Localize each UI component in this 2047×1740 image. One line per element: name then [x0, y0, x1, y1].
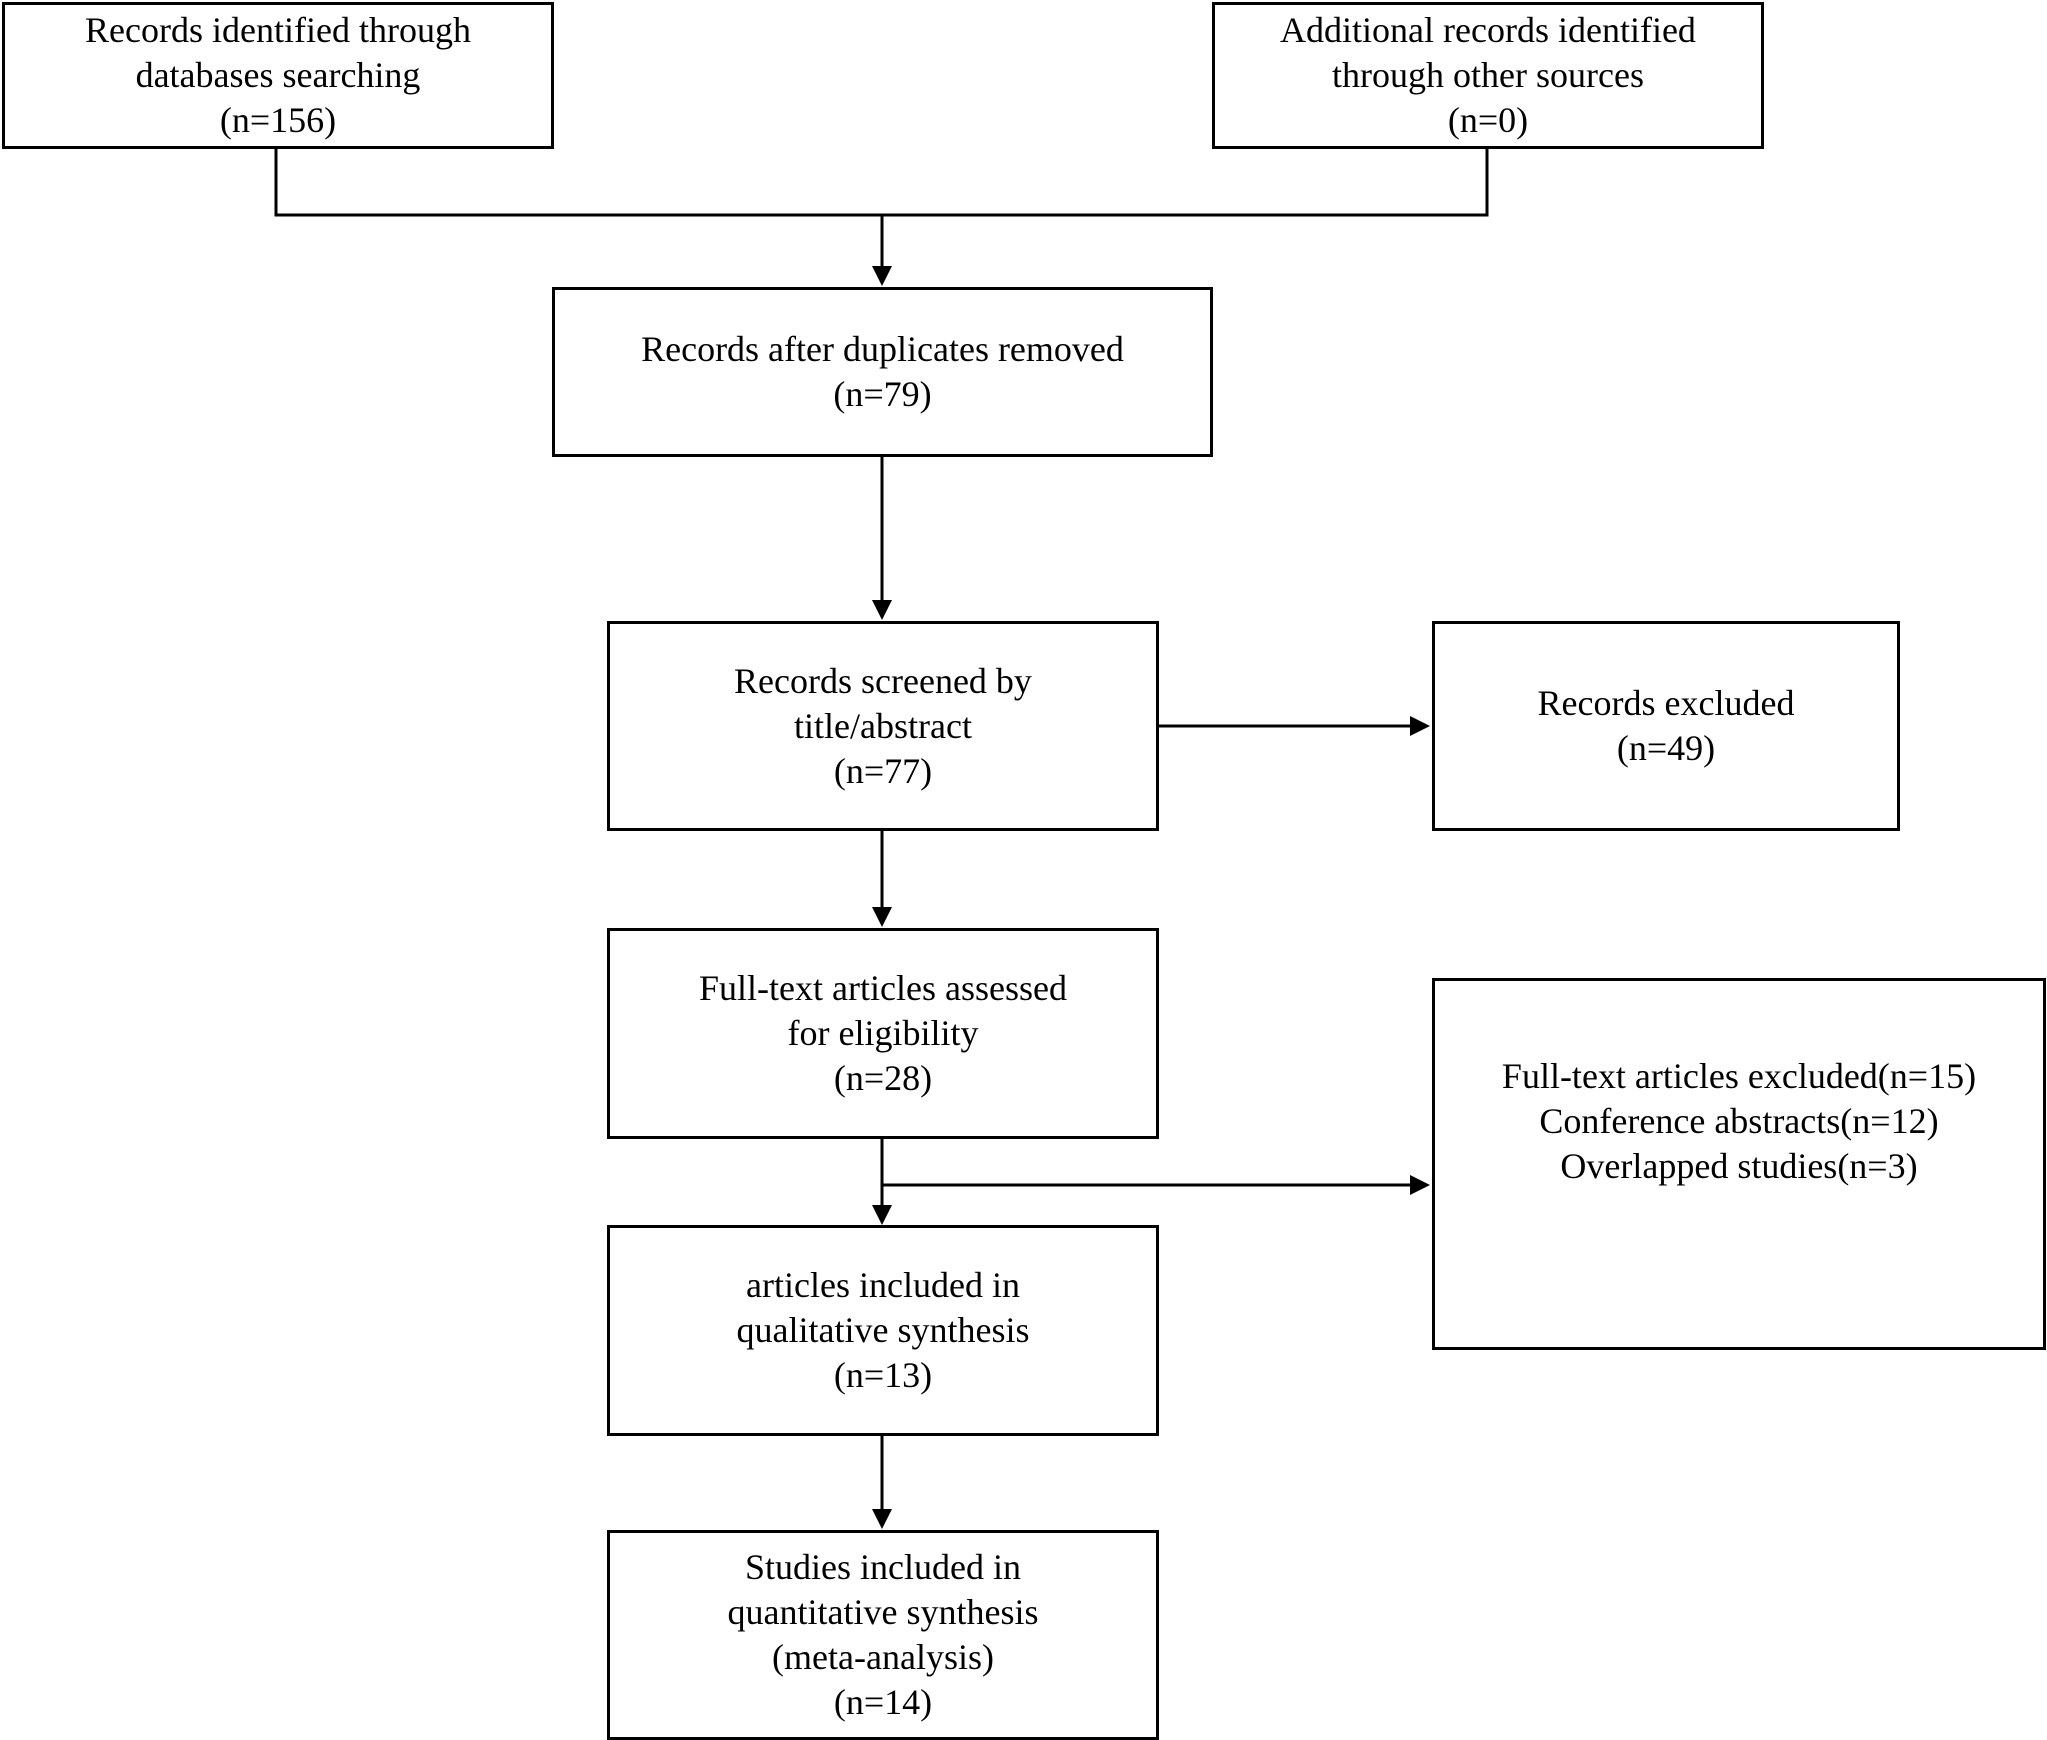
arrowhead-qualitative — [872, 1205, 892, 1225]
box-line: Records after duplicates removed — [641, 329, 1124, 369]
box-line: Conference abstracts(n=12) — [1539, 1101, 1939, 1141]
box-line: title/abstract — [794, 705, 972, 746]
box-line: for eligibility — [787, 1013, 979, 1053]
box-line: through other sources — [1332, 55, 1644, 95]
box-line: (n=156) — [219, 100, 337, 140]
box-line: Records excluded — [1537, 683, 1795, 723]
box-line: Additional records identified — [1280, 10, 1696, 50]
box-line: (n=14) — [833, 1682, 933, 1722]
box-line: Records identified through — [85, 10, 471, 50]
arrowhead-excluded — [1410, 716, 1430, 736]
box-records-after-duplicates: Records after duplicates removed (n=79) — [552, 287, 1213, 457]
box-line: (meta-analysis) — [772, 1637, 994, 1677]
box-line: (n=0) — [1447, 100, 1529, 140]
box-line: Studies included in — [745, 1547, 1021, 1587]
box-records-identified-databases: Records identified through databases sea… — [2, 2, 554, 149]
merge-connector — [274, 148, 1489, 217]
arrowhead-after-duplicates — [872, 266, 892, 286]
arrowhead-full-text — [872, 907, 892, 927]
arrowhead-full-text-excluded — [1410, 1175, 1430, 1195]
box-full-text-excluded: Full-text articles excluded(n=15) Confer… — [1432, 978, 2046, 1350]
box-line: articles included in — [746, 1265, 1020, 1305]
box-line: databases searching — [135, 55, 421, 95]
box-records-screened: Records screened by title/abstract (n=77… — [607, 621, 1159, 831]
box-line: Records screened by — [734, 660, 1032, 701]
box-line: (n=79) — [833, 374, 932, 414]
arrowhead-screened — [872, 600, 892, 620]
box-line: quantitative synthesis — [727, 1592, 1039, 1632]
box-line: (n=77) — [833, 750, 933, 791]
box-qualitative-synthesis: articles included in qualitative synthes… — [607, 1225, 1159, 1436]
box-line: (n=13) — [833, 1355, 933, 1395]
box-line: qualitative synthesis — [736, 1310, 1030, 1350]
box-line: Full-text articles assessed — [699, 968, 1067, 1008]
arrowhead-quantitative — [872, 1509, 892, 1529]
box-records-identified-other-sources: Additional records identified through ot… — [1212, 2, 1764, 149]
box-line: (n=28) — [833, 1058, 933, 1098]
box-line: (n=49) — [1616, 728, 1716, 768]
box-records-excluded: Records excluded (n=49) — [1432, 621, 1900, 831]
box-quantitative-synthesis: Studies included in quantitative synthes… — [607, 1530, 1159, 1740]
box-line: Full-text articles excluded(n=15) — [1501, 1056, 1977, 1096]
box-full-text-assessed: Full-text articles assessed for eligibil… — [607, 928, 1159, 1139]
box-line: Overlapped studies(n=3) — [1560, 1146, 1918, 1186]
